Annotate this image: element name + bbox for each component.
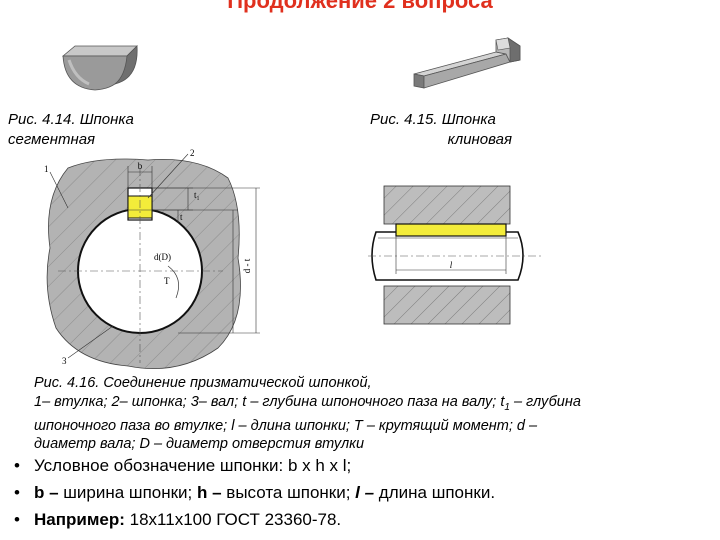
- dim-d-t-label: d - t: [242, 258, 252, 273]
- key-joint-section-figure: b t₁ t d - t d(D) T 1 2 3: [44, 148, 260, 369]
- dim-t1-label: t₁: [194, 190, 200, 200]
- caption-fig-4-14: Рис. 4.14. Шпонка сегментная: [8, 111, 134, 148]
- bullet-example: Например: 18х11х100 ГОСТ 23360-78.: [14, 506, 714, 533]
- taper-key-figure: [413, 37, 521, 89]
- caption-fig-4-15: Рис. 4.15. Шпонка клиновая: [370, 111, 512, 148]
- torque-label: T: [164, 276, 170, 286]
- bullet-list: Условное обозначение шпонки: b x h x l; …: [14, 452, 714, 533]
- key-joint-longitudinal-figure: l: [368, 185, 544, 325]
- callout-2: 2: [190, 148, 195, 158]
- dim-b-label: b: [138, 161, 143, 171]
- callout-1: 1: [44, 164, 49, 174]
- bullet-dimensions: b – ширина шпонки; h – высота шпонки; l …: [14, 479, 714, 506]
- callout-3: 3: [62, 356, 67, 366]
- dim-l-label: l: [450, 260, 453, 270]
- dim-d-label: d(D): [154, 252, 171, 262]
- caption-fig-4-16: Рис. 4.16. Соединение призматической шпо…: [34, 375, 581, 453]
- segment-key-figure: [61, 45, 138, 91]
- bullet-designation: Условное обозначение шпонки: b x h x l;: [14, 452, 714, 479]
- dim-t-label: t: [180, 212, 183, 222]
- slide-title: Продолжение 2 вопроса: [227, 0, 493, 13]
